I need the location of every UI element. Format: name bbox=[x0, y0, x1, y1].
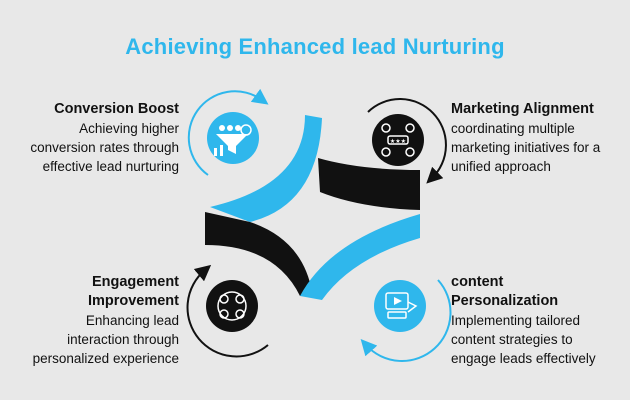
content-line-1: Implementing tailored bbox=[451, 313, 581, 328]
content-heading-line-1: content bbox=[451, 274, 504, 290]
conversion-boost-line-2: conversion rates through bbox=[30, 140, 179, 155]
marketing-alignment-heading: Marketing Alignment bbox=[451, 101, 594, 117]
conversion-boost-heading: Conversion Boost bbox=[54, 101, 179, 117]
page-title: Achieving Enhanced lead Nurturing bbox=[125, 34, 505, 59]
content-arrow-arc bbox=[360, 279, 452, 362]
engagement-line-1: Enhancing lead bbox=[85, 313, 179, 328]
conversion-boost-line-3: effective lead nurturing bbox=[42, 159, 179, 174]
team-rating-icon: ★★★ bbox=[372, 114, 424, 166]
people-network-icon bbox=[206, 280, 258, 332]
conversion-arrow-arc bbox=[187, 88, 269, 176]
star-top-blue-arm bbox=[210, 115, 322, 222]
content-line-2: content strategies to bbox=[451, 332, 573, 347]
engagement-improvement-block: Engagement Improvement Enhancing lead in… bbox=[6, 273, 179, 368]
engagement-heading-line-2: Improvement bbox=[87, 293, 179, 309]
engagement-heading-line-1: Engagement bbox=[91, 274, 179, 290]
conversion-boost-line-1: Achieving higher bbox=[79, 121, 179, 136]
central-star-shape bbox=[205, 115, 420, 300]
engagement-line-2: interaction through bbox=[67, 332, 179, 347]
content-line-3: engage leads effectively bbox=[451, 351, 596, 366]
content-media-icon bbox=[374, 280, 426, 332]
marketing-arrow-arc bbox=[367, 98, 447, 184]
svg-text:★★★: ★★★ bbox=[390, 138, 406, 145]
funnel-dollar-icon bbox=[207, 112, 259, 164]
content-personalization-block: content Personalization Implementing tai… bbox=[451, 273, 629, 368]
star-left-dark-arm bbox=[205, 212, 312, 296]
marketing-alignment-line-2: marketing initiatives for a bbox=[451, 140, 601, 155]
engagement-line-3: personalized experience bbox=[32, 351, 179, 366]
conversion-boost-block: Conversion Boost Achieving higher conver… bbox=[6, 100, 179, 176]
engagement-arrow-arc bbox=[186, 264, 269, 358]
marketing-alignment-line-3: unified approach bbox=[451, 159, 551, 174]
marketing-alignment-block: Marketing Alignment coordinating multipl… bbox=[451, 100, 629, 176]
star-bottom-blue-arm bbox=[300, 214, 420, 300]
content-heading-line-2: Personalization bbox=[451, 293, 559, 309]
star-right-dark-arm bbox=[318, 158, 420, 210]
marketing-alignment-line-1: coordinating multiple bbox=[451, 121, 575, 136]
